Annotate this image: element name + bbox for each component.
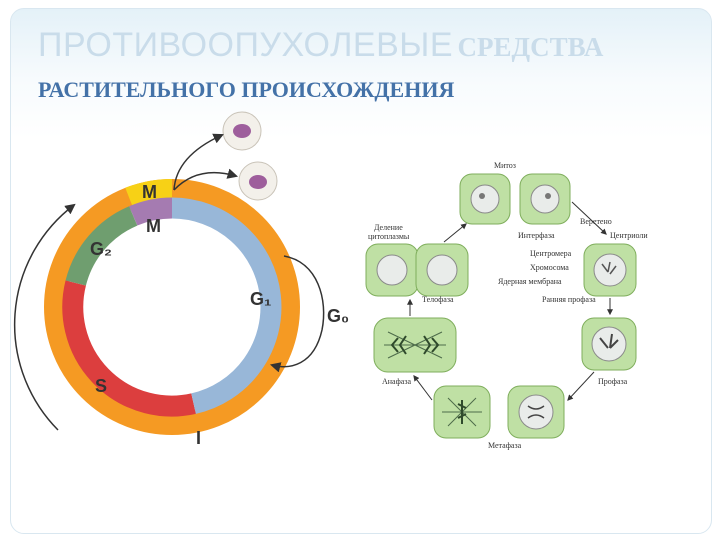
label-cytoplasm-division-2: цитоплазмы (368, 232, 410, 241)
mitosis-panel: Митоз Деление цитоплазмы Интерфаза Верет… (358, 152, 660, 452)
label-anaphase: Анафаза (382, 377, 412, 386)
label-chromosome: Хромосома (530, 263, 569, 272)
m-phase-outer-segment (125, 179, 173, 209)
division-arrow-top (173, 133, 224, 191)
label-g1: G₁ (250, 289, 271, 309)
cycle-direction-arrow (13, 203, 76, 431)
m-phase-inner-segment (129, 197, 173, 226)
label-m-inner: M (146, 216, 161, 236)
mitosis-diagram: Митоз Деление цитоплазмы Интерфаза Верет… (365, 161, 648, 450)
label-cytoplasm-division-1: Деление (374, 223, 403, 232)
label-early-prophase: Ранняя профаза (542, 295, 596, 304)
label-m-outer: M (142, 182, 157, 202)
label-g2: G₂ (90, 239, 112, 259)
slide-subtitle: РАСТИТЕЛЬНОГО ПРОИСХОЖДЕНИЯ (38, 77, 455, 102)
slide-title: ПРОТИВООПУХОЛЕВЫЕ СРЕДСТВА (38, 26, 603, 65)
g1-phase-segment (171, 197, 282, 414)
label-mitosis: Митоз (494, 161, 516, 170)
g2-phase-segment (65, 206, 138, 286)
label-g0: G₀ (327, 306, 349, 326)
division-arrow-bottom (173, 168, 239, 191)
label-telophase: Телофаза (422, 295, 454, 304)
arrow-interphase-to-prophase (571, 201, 607, 235)
g0-loop-arrow (269, 255, 325, 373)
label-i: I (196, 428, 201, 448)
label-prophase: Профаза (598, 377, 628, 386)
slide-title-part2: СРЕДСТВА (457, 32, 604, 62)
label-s: S (95, 376, 107, 396)
label-metaphase: Метафаза (488, 441, 522, 450)
label-interphase: Интерфаза (518, 231, 555, 240)
label-centrioles: Центриоли (610, 231, 648, 240)
s-phase-segment (62, 280, 196, 417)
slide-title-part1: ПРОТИВООПУХОЛЕВЫЕ (38, 26, 454, 64)
label-centromere: Центромера (530, 249, 572, 258)
arrow-prophase-to-metaphase (567, 371, 595, 401)
label-spindle: Веретено (580, 217, 612, 226)
label-nuclear-membrane: Ядерная мембрана (498, 277, 562, 286)
arrow-telophase-to-interphase (443, 223, 467, 243)
arrow-metaphase-to-anaphase (413, 375, 433, 401)
